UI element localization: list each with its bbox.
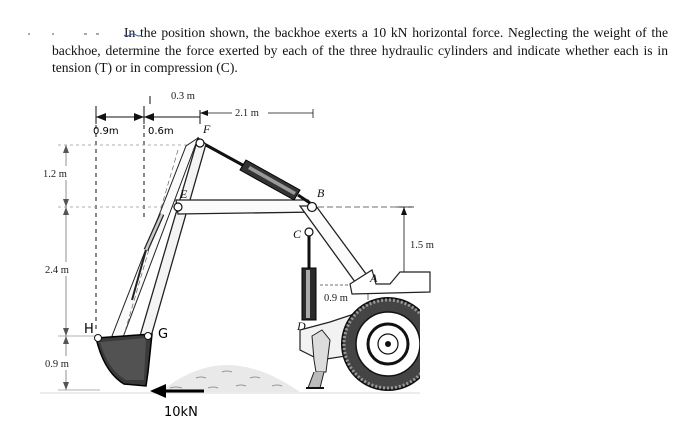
point-D-label: D [296,319,306,333]
handwritten-0-6m: 0.6m [148,126,174,137]
force-label-10kN: 10kN [164,405,198,420]
top-dimensions: 0.3 m 2.1 m 0.9m 0.6m [93,91,314,330]
force-arrow: 10kN [150,384,204,420]
handwritten-0-9m: 0.9m [93,126,119,137]
left-dimensions: 1.2 m 2.4 m 0.9 m [40,144,200,391]
dim-2-4-label: 2.4 m [45,265,69,276]
point-C-label: C [293,227,302,241]
problem-sentence-1: In the position shown, the backhoe exert… [124,25,504,40]
spellcheck-underline [123,33,143,37]
point-A-label: A [369,271,378,285]
dipper-arm: F [111,122,211,341]
point-B-label: B [317,186,325,200]
dirt-pile [160,365,300,392]
problem-sentence-2: Neglecting the weight of the backhoe, de… [52,25,668,75]
point-F-label: F [202,122,211,136]
problem-statement: In the position shown, the backhoe exert… [52,24,668,77]
dim-0-9-bracket-label: 0.9 m [324,293,348,304]
point-E-label: E [179,187,188,201]
dim-1-2-label: 1.2 m [43,169,67,180]
dim-2-1-label: 2.1 m [235,108,259,119]
upper-cylinder [205,143,311,205]
dim-0-3-label: 0.3 m [171,91,195,102]
handwritten-H: H [84,322,94,337]
dim-1-5-label: 1.5 m [410,240,434,251]
vertical-cylinder: C D [293,227,317,333]
dim-0-9-label: 0.9 m [45,359,69,370]
bucket: H G [84,322,168,387]
handwritten-G: G [158,327,168,342]
wheel-crop-mask [420,296,440,394]
bucket-cylinder [131,212,165,301]
